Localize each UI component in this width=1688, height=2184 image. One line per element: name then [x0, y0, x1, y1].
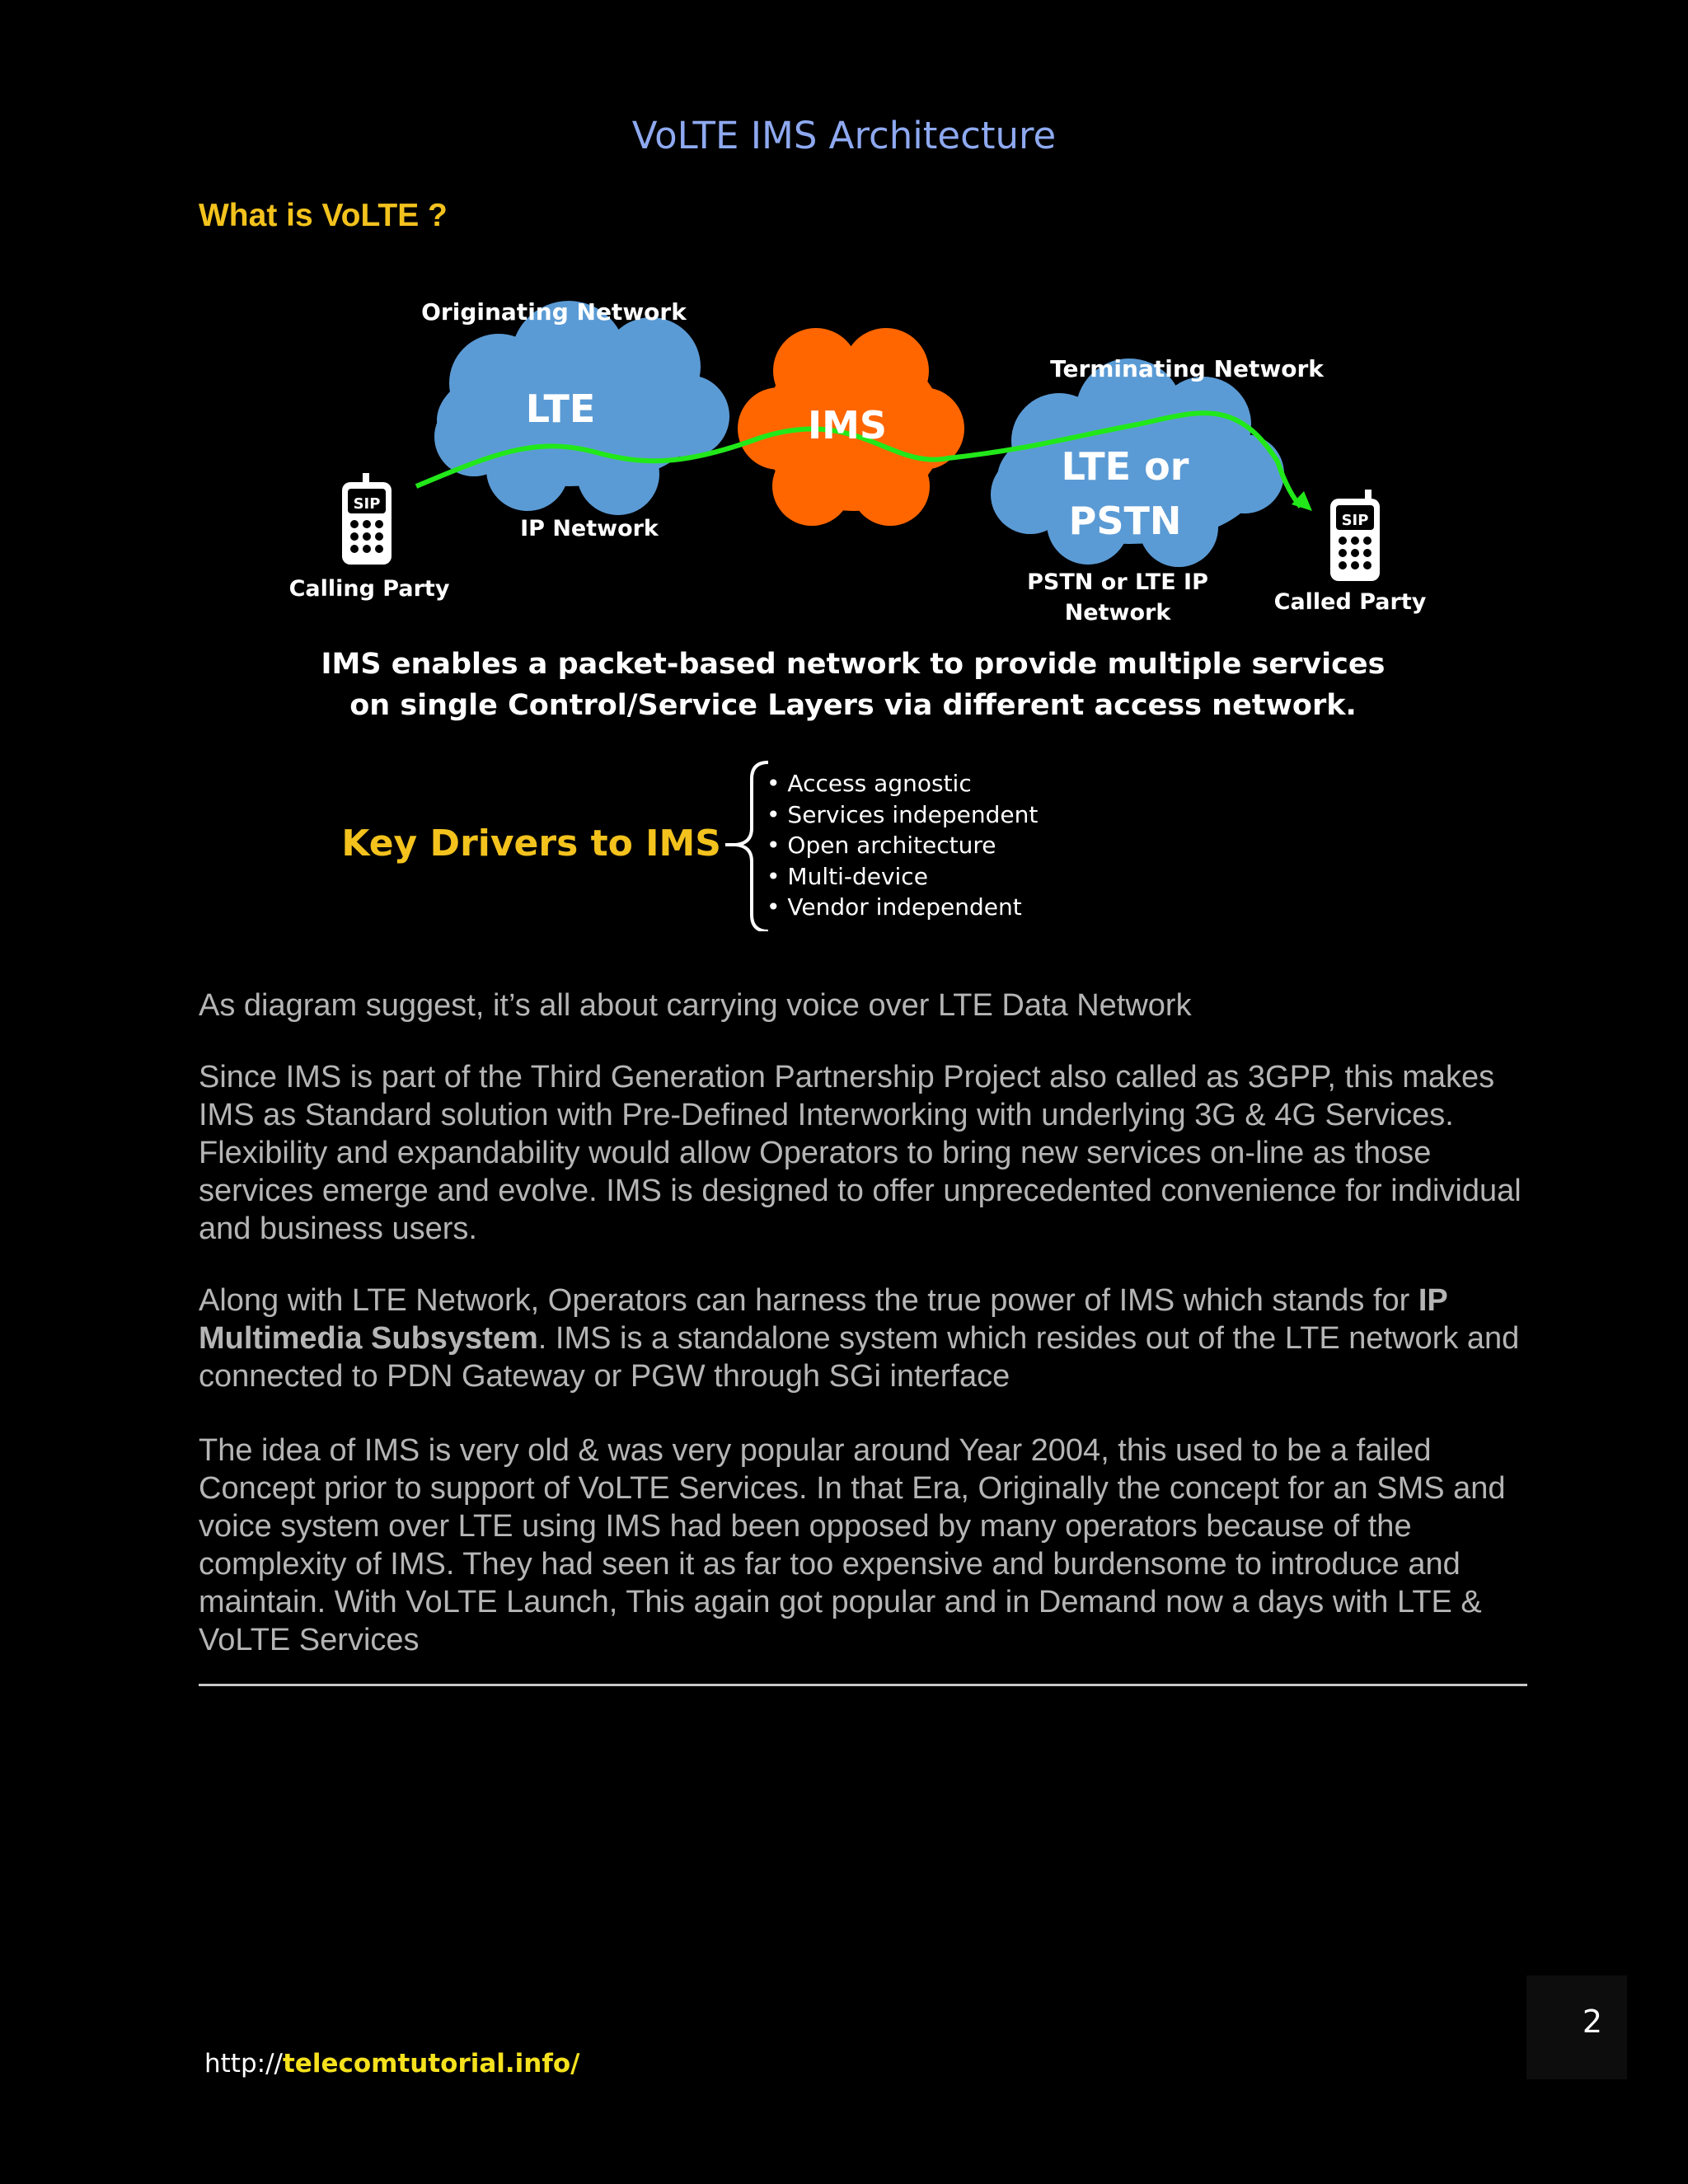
- pstn-network-label-2: Network: [1065, 600, 1172, 626]
- page-number: 2: [1582, 2004, 1602, 2040]
- key-driver-item: • Open architecture: [767, 832, 996, 859]
- lte-or-pstn-label: LTE or: [1062, 444, 1189, 489]
- footer-link-protocol: http://: [204, 2049, 283, 2079]
- paragraph-ip-multimedia: Along with LTE Network, Operators can ha…: [199, 1282, 1530, 1395]
- terminating-network-label: Terminating Network: [1050, 355, 1325, 382]
- key-driver-item: • Access agnostic: [767, 770, 972, 797]
- pstn-network-label: PSTN or LTE IP: [1027, 569, 1208, 595]
- calling-phone-icon: SIP: [342, 473, 392, 565]
- call-path: [415, 410, 1303, 509]
- horizontal-rule: [199, 1684, 1527, 1686]
- lte-label: LTE: [526, 387, 596, 431]
- key-drivers-title: Key Drivers to IMS: [341, 823, 721, 865]
- diagram-caption-line-2: on single Control/Service Layers via dif…: [349, 689, 1357, 722]
- key-driver-item: • Multi-device: [767, 863, 928, 890]
- footer-link[interactable]: http://telecomtutorial.info/: [204, 2049, 579, 2079]
- paragraph-text: . IMS is a standalone system which resid…: [199, 1321, 1520, 1394]
- lte-pstn-cloud: [991, 359, 1284, 567]
- ims-term: IP Multimedia Subsystem: [199, 1283, 1448, 1356]
- sip-label: SIP: [1342, 512, 1369, 529]
- page-number-box: 2: [1526, 1975, 1627, 2079]
- calling-party-label: Calling Party: [289, 576, 450, 602]
- sip-label: SIP: [354, 495, 381, 513]
- ims-label: IMS: [808, 403, 887, 448]
- volte-ims-diagram: SIP SIP Originating Network LTE IMS Term…: [289, 298, 1427, 931]
- key-driver-item: • Services independent: [767, 801, 1038, 828]
- originating-network-label: Originating Network: [421, 298, 687, 326]
- ip-network-label: IP Network: [520, 516, 659, 541]
- footer-link-domain: telecomtutorial.info/: [282, 2049, 580, 2079]
- section-heading: What is VoLTE ?: [199, 198, 448, 233]
- paragraph-3gpp: Since IMS is part of the Third Generatio…: [199, 1060, 1522, 1246]
- paragraph-intro: As diagram suggest, it’s all about carry…: [199, 988, 1192, 1023]
- ims-cloud: [738, 328, 964, 526]
- arrow-head-icon: [1292, 491, 1312, 511]
- paragraph-text: Along with LTE Network, Operators can ha…: [199, 1283, 1418, 1318]
- brace-icon: [735, 761, 769, 931]
- pstn-label: PSTN: [1069, 499, 1182, 543]
- called-party-label: Called Party: [1274, 589, 1427, 615]
- paragraph-history: The idea of IMS is very old & was very p…: [199, 1433, 1506, 1657]
- key-driver-item: • Vendor independent: [767, 893, 1022, 921]
- called-phone-icon: SIP: [1330, 490, 1380, 581]
- page-title: VoLTE IMS Architecture: [631, 114, 1057, 157]
- diagram-caption-line-1: IMS enables a packet-based network to pr…: [321, 648, 1385, 681]
